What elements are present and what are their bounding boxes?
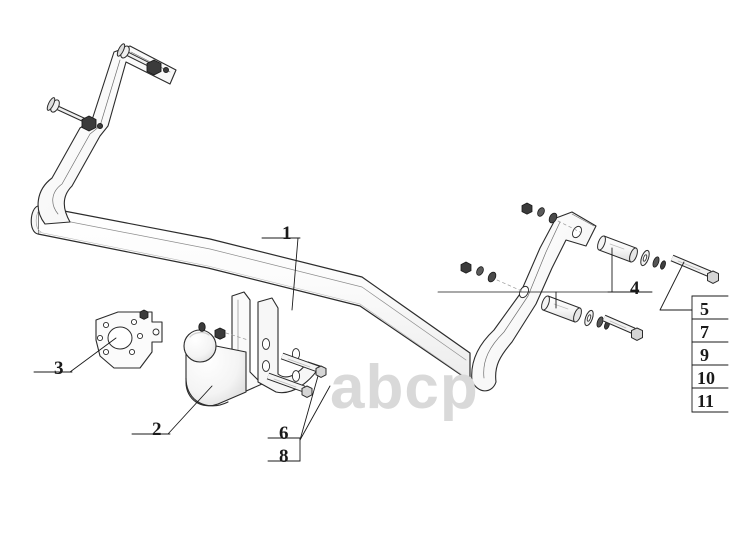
- callout-label-4: 4: [630, 278, 640, 299]
- callout-label-8: 8: [279, 446, 289, 467]
- left-arm-lower-nut: [81, 115, 104, 132]
- spacer-tube-upper: [597, 235, 638, 263]
- callout-label-1: 1: [282, 223, 292, 244]
- stack-number-10: 10: [697, 368, 715, 388]
- socket-mounting-plate: [95, 309, 163, 369]
- stack-number-9: 9: [700, 345, 709, 365]
- stack-number-7: 7: [700, 322, 709, 342]
- mid-right-nut-washer-set: [460, 261, 525, 293]
- stack-number-11: 11: [697, 391, 715, 411]
- short-bolt-lower: [266, 372, 313, 398]
- hex-bolt-lower: [602, 314, 643, 341]
- callout-label-3: 3: [54, 358, 64, 379]
- callout-label-2: 2: [152, 419, 162, 440]
- number-stack-rules: [691, 295, 729, 413]
- right-mounting-arm: [471, 211, 597, 392]
- left-arm-lower-bolt: [46, 97, 85, 123]
- watermark-abcp: abcp: [330, 353, 479, 422]
- short-bolt-upper: [280, 352, 327, 378]
- washer-set-upper: [640, 249, 666, 270]
- callout-leaders: [33, 237, 693, 462]
- callout-label-6: 6: [279, 423, 289, 444]
- stack-number-5: 5: [700, 299, 709, 319]
- left-arm-upper-nut: [146, 59, 169, 76]
- upper-right-nut-washer-set: [521, 202, 581, 233]
- spacer-tube-lower: [541, 295, 582, 323]
- tow-ball: [183, 322, 249, 407]
- hex-bolt-upper: [670, 254, 719, 284]
